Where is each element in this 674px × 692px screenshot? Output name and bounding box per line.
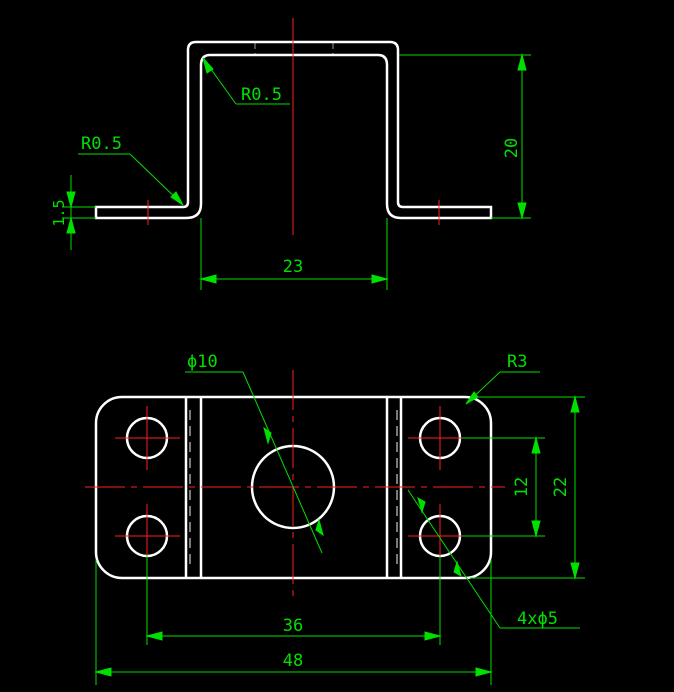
leader-holes-label: 4xϕ5 xyxy=(517,609,558,629)
leader-r05-inner-label: R0.5 xyxy=(241,85,282,105)
dim-holes-36-label: 36 xyxy=(283,616,303,636)
dim-thickness-label: 1.5 xyxy=(50,199,68,226)
leader-r05-outer xyxy=(78,153,184,206)
leader-holes xyxy=(407,489,580,629)
leader-phi10-label: ϕ10 xyxy=(187,352,218,372)
hidden-lines xyxy=(189,410,398,566)
leader-phi10 xyxy=(185,371,324,554)
leader-r3-label: R3 xyxy=(507,352,527,372)
leader-r05-inner xyxy=(202,57,290,105)
dim-thickness xyxy=(62,175,96,250)
leader-r3 xyxy=(465,371,540,405)
plan-centerlines xyxy=(85,370,505,600)
front-view: 20 23 1.5 R0.5 xyxy=(50,18,531,290)
dim-width-48 xyxy=(94,560,493,685)
dim-width-23 xyxy=(199,218,389,290)
plan-view: ϕ10 R3 12 22 xyxy=(85,352,585,685)
dim-holes-12-label: 12 xyxy=(512,477,532,497)
dim-width-48-label: 48 xyxy=(283,651,303,671)
flange-centerlines xyxy=(147,200,440,225)
dim-height-20 xyxy=(399,53,531,220)
dim-height-22-label: 22 xyxy=(551,477,571,497)
leader-r05-outer-label: R0.5 xyxy=(81,134,122,154)
dim-height-20-label: 20 xyxy=(502,138,522,158)
dim-holes-36 xyxy=(145,556,442,645)
dim-width-23-label: 23 xyxy=(283,257,303,277)
bend-lines xyxy=(254,43,334,54)
dim-holes-12 xyxy=(462,436,545,538)
dim-height-22 xyxy=(470,395,585,580)
